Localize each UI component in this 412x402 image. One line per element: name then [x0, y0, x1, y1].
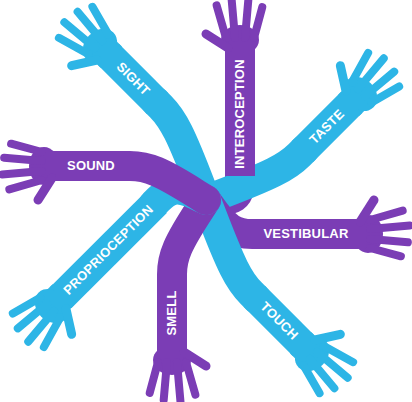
sense-label: SIGHT: [108, 54, 158, 104]
hand-shape: [206, 0, 262, 56]
sense-label: TOUCH: [252, 294, 306, 348]
sense-label: SOUND: [67, 151, 115, 181]
hand-shape: [352, 200, 410, 256]
sense-arm: INTEROCEPTION: [225, 52, 255, 176]
sense-arm: TOUCH: [243, 286, 314, 357]
hand-shape: [150, 344, 206, 402]
sense-arm: SOUND: [56, 151, 126, 181]
sense-label: SMELL: [157, 290, 187, 335]
sense-arm: TASTE: [292, 92, 363, 163]
sense-arm: SMELL: [157, 278, 187, 348]
sense-arm: VESTIBULAR: [256, 219, 356, 249]
hand-shape: [2, 144, 60, 200]
sense-label: PROPRIOCEPTION: [55, 197, 161, 303]
arm-root: [123, 166, 206, 200]
sense-label: TASTE: [301, 101, 352, 152]
sense-label: INTEROCEPTION: [225, 59, 255, 169]
arm-root: [206, 150, 304, 200]
sense-arm: PROPRIOCEPTION: [50, 192, 167, 309]
sense-label: VESTIBULAR: [263, 219, 348, 249]
